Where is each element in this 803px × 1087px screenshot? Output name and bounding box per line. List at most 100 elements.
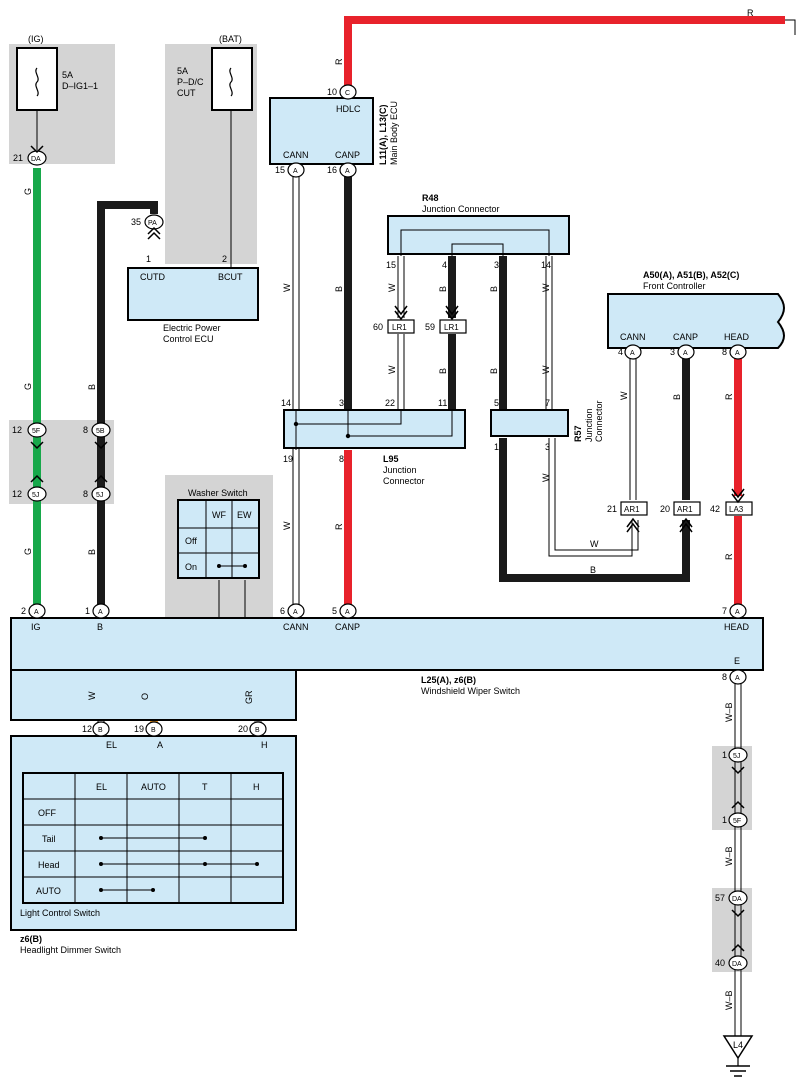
top-wire-color: R [747, 8, 754, 18]
pin-num-r57-5: 5 [494, 398, 499, 408]
pin-a-7 [729, 603, 747, 619]
conn-5f-1: 5F [733, 818, 741, 825]
washer-col-ew: EW [237, 510, 252, 520]
wiper-code: L25(A), z6(B) [421, 675, 476, 685]
wire-label-g2: G [23, 383, 33, 390]
r48-code: R48 [422, 193, 439, 203]
pin-num-front-8: 8 [722, 347, 727, 357]
wire-label-wb1: W–B [724, 702, 734, 722]
conn-da-40: DA [732, 961, 742, 968]
pin-num-r48-15: 15 [386, 260, 396, 270]
light-control-switch [10, 735, 297, 931]
wire-label-b2: B [87, 549, 97, 555]
pin-5j-8 [91, 486, 111, 502]
conn-da-57: DA [732, 896, 742, 903]
connector-pins [27, 84, 753, 971]
electric-power-control-ecu [127, 267, 259, 321]
wire-label-b5: B [489, 286, 499, 292]
conn-a-3: A [683, 350, 688, 357]
pin-num-l95-22: 22 [385, 398, 395, 408]
washer-row-off: Off [185, 536, 197, 546]
r57-junction-connector [490, 409, 569, 437]
pin-b-12 [92, 721, 110, 737]
pin-num-r57-3: 3 [545, 442, 550, 452]
r57-code: R57 [573, 425, 583, 442]
ecu-pin-canp: CANP [335, 150, 360, 160]
conn-5j-12: 5J [32, 492, 39, 499]
wire-label-b3: B [334, 286, 344, 292]
pin-lr1-59 [439, 319, 467, 334]
conn-a-4: A [630, 350, 635, 357]
pin-num-35: 35 [131, 217, 141, 227]
pin-num-21: 21 [13, 153, 23, 163]
wire-label-b6: B [438, 368, 448, 374]
wiper-pin-head: HEAD [724, 622, 750, 632]
ecu-pin-hdlc: HDLC [336, 104, 361, 114]
ig-fuse-name: D–IG1–1 [62, 81, 98, 91]
wire-label-w5: W [387, 365, 397, 374]
r48-junction-connector [387, 215, 570, 255]
wiper-pin-e: E [734, 656, 740, 666]
wire-label-wb2: W–B [724, 846, 734, 866]
pin-num-1-5f: 1 [722, 815, 727, 825]
pin-num-12c: 12 [82, 724, 92, 734]
epc-pin-bcut: BCUT [218, 272, 243, 282]
r57-name-2: Connector [594, 400, 604, 442]
pin-a-3 [677, 344, 695, 360]
pin-num-r48-14: 14 [541, 260, 551, 270]
pin-num-front-4: 4 [618, 347, 623, 357]
wiper-switch-lower [10, 669, 297, 721]
pin-num-15: 15 [275, 165, 285, 175]
conn-lr1-60: LR1 [392, 323, 407, 332]
conn-5j-8: 5J [96, 492, 103, 499]
main-body-ecu [269, 97, 374, 165]
pin-ar1-20 [673, 501, 701, 516]
light-col-t: T [202, 782, 208, 792]
front-pin-head: HEAD [724, 332, 750, 342]
epc-name-1: Electric Power [163, 323, 221, 333]
pin-a-15 [287, 162, 305, 178]
wire-label-w10: W [87, 691, 97, 700]
conn-a-5: A [345, 609, 350, 616]
pin-num-20b: 20 [660, 504, 670, 514]
conn-lr1-59: LR1 [444, 323, 459, 332]
pin-num-60: 60 [373, 322, 383, 332]
pin-num-16: 16 [327, 165, 337, 175]
conn-a-6: A [293, 609, 298, 616]
pin-da-40 [728, 955, 748, 971]
light-row-auto: AUTO [36, 886, 61, 896]
wire-label-r4: R [724, 553, 734, 560]
conn-pa: PA [148, 220, 157, 227]
dimmer-name: Headlight Dimmer Switch [20, 945, 121, 955]
pin-b-20 [249, 721, 267, 737]
pin-num-42: 42 [710, 504, 720, 514]
light-row-off: OFF [38, 808, 56, 818]
wire-label-w9: W [619, 391, 629, 400]
light-row-head: Head [38, 860, 60, 870]
wiper-pin-b: B [97, 622, 103, 632]
pin-5j-1 [728, 747, 748, 763]
light-pin-a: A [157, 740, 163, 750]
wire-r-top [344, 16, 785, 88]
ig-fuse [16, 47, 58, 111]
windshield-wiper-switch [10, 617, 764, 671]
conn-b-19: B [151, 727, 156, 734]
front-controller [607, 293, 785, 349]
pin-a-6 [287, 603, 305, 619]
epc-name-2: Control ECU [163, 334, 214, 344]
pin-a-8-front [729, 344, 747, 360]
light-col-h: H [253, 782, 260, 792]
ecu-pin-cann: CANN [283, 150, 309, 160]
pin-num-8-e: 8 [722, 672, 727, 682]
conn-5j-1: 5J [733, 753, 740, 760]
pin-num-12a: 12 [12, 425, 22, 435]
bat-fuse-name-1: P–D/C [177, 77, 204, 87]
pin-5b-8 [91, 422, 111, 438]
pin-la3-42 [725, 501, 753, 516]
wire-label-r3: R [724, 393, 734, 400]
pin-num-r57-7: 7 [545, 398, 550, 408]
pin-num-7: 7 [722, 606, 727, 616]
wire-label-w2: W [282, 521, 292, 530]
wire-label-b8: B [590, 565, 596, 575]
pin-num-r48-3: 3 [494, 260, 499, 270]
